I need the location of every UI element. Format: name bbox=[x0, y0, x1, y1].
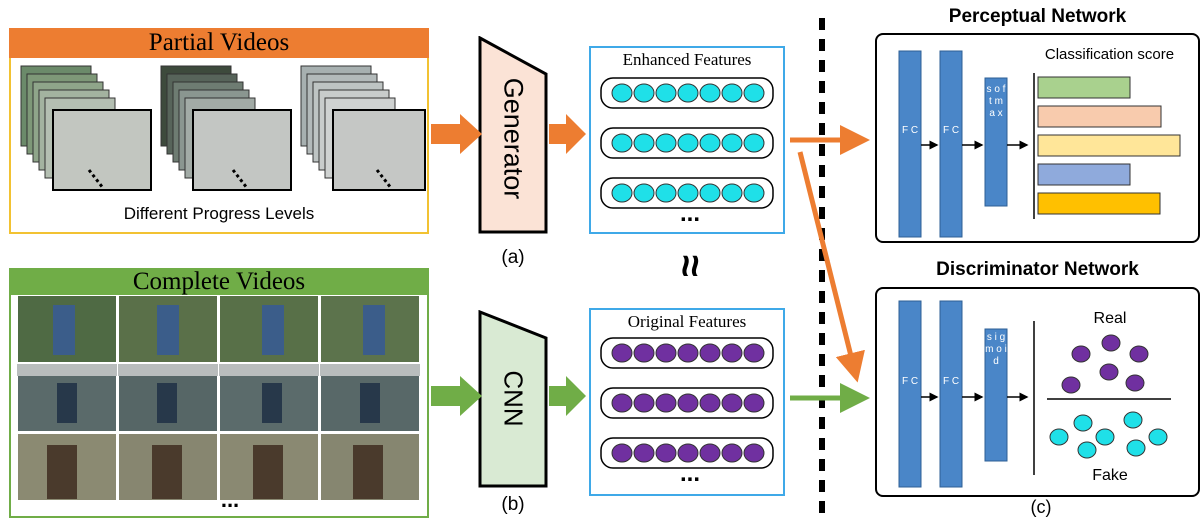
discriminator-fc1-label: F C bbox=[901, 376, 919, 387]
perceptual-network-diagram bbox=[898, 50, 1181, 238]
original-feature-dot bbox=[743, 343, 765, 363]
score-bar bbox=[1037, 105, 1162, 128]
enhanced-feature-dot bbox=[699, 183, 721, 203]
enhanced-feature-dot bbox=[633, 83, 655, 103]
arrow-partial-to-generator bbox=[431, 114, 482, 154]
original-feature-dot bbox=[699, 343, 721, 363]
original-feature-dot bbox=[699, 443, 721, 463]
original-feature-dot bbox=[743, 393, 765, 413]
enhanced-feature-dot bbox=[611, 83, 633, 103]
perceptual-fc1-label: F C bbox=[901, 125, 919, 136]
perceptual-network-panel bbox=[875, 33, 1200, 243]
enhanced-feature-dot bbox=[743, 83, 765, 103]
enhanced-features-title: Enhanced Features bbox=[622, 50, 752, 69]
original-feature-dot bbox=[611, 343, 633, 363]
progress-levels-caption: Different Progress Levels bbox=[123, 204, 315, 223]
discriminator-caption: (c) bbox=[1030, 497, 1052, 517]
generator-trapezoid bbox=[478, 36, 548, 234]
arrow-cnn-to-original bbox=[549, 376, 586, 416]
partial-video-stacks bbox=[20, 65, 426, 191]
enhanced-feature-dot bbox=[677, 133, 699, 153]
original-feature-dot bbox=[655, 443, 677, 463]
original-feature-vectors bbox=[600, 337, 774, 469]
perceptual-fc2 bbox=[939, 50, 963, 238]
enhanced-feature-dot bbox=[677, 183, 699, 203]
enhanced-features-box bbox=[589, 46, 785, 234]
original-feature-dot bbox=[721, 443, 743, 463]
enhanced-feature-dot bbox=[633, 183, 655, 203]
enhanced-features-ellipsis: ... bbox=[679, 200, 700, 227]
arrow-generator-to-enhanced bbox=[549, 114, 586, 154]
real-points bbox=[1061, 334, 1149, 394]
original-features-title: Original Features bbox=[627, 312, 747, 331]
arrow-to-discriminator bbox=[797, 151, 865, 383]
video-stack-2 bbox=[160, 65, 292, 191]
arrow-complete-to-cnn bbox=[431, 376, 482, 416]
original-feature-dot bbox=[633, 343, 655, 363]
enhanced-feature-dot bbox=[743, 183, 765, 203]
real-label: Real bbox=[1093, 310, 1127, 327]
original-features-box bbox=[589, 308, 785, 496]
score-bar bbox=[1037, 76, 1131, 99]
enhanced-feature-dot bbox=[611, 183, 633, 203]
original-feature-dot bbox=[721, 393, 743, 413]
score-bar bbox=[1037, 192, 1161, 215]
original-feature-dot bbox=[655, 393, 677, 413]
complete-videos-title: Complete Videos bbox=[9, 268, 429, 295]
score-bar bbox=[1037, 163, 1131, 186]
partial-videos-title: Partial Videos bbox=[9, 28, 429, 58]
original-feature-dot bbox=[699, 393, 721, 413]
score-bar bbox=[1037, 134, 1181, 157]
original-feature-dot bbox=[611, 393, 633, 413]
discriminator-fc2-label: F C bbox=[942, 376, 960, 387]
original-feature-dot bbox=[677, 393, 699, 413]
original-feature-dot bbox=[633, 393, 655, 413]
softmax-block bbox=[984, 77, 1008, 207]
discriminator-fc1 bbox=[898, 300, 922, 488]
complete-video-grid bbox=[17, 295, 421, 501]
complete-videos-ellipsis: ... bbox=[220, 487, 240, 512]
discriminator-network-panel bbox=[875, 287, 1200, 497]
classification-score-label: Classification score bbox=[1044, 46, 1175, 63]
generator-caption: (a) bbox=[501, 247, 525, 268]
enhanced-feature-dot bbox=[699, 83, 721, 103]
enhanced-feature-dot bbox=[611, 133, 633, 153]
original-features-ellipsis: ... bbox=[679, 460, 700, 487]
sigmoid-label: s i g m o i d bbox=[985, 332, 1007, 367]
original-feature-dot bbox=[655, 343, 677, 363]
enhanced-feature-dot bbox=[655, 133, 677, 153]
original-feature-dot bbox=[677, 443, 699, 463]
enhanced-feature-dot bbox=[699, 133, 721, 153]
classification-bars bbox=[1037, 76, 1181, 215]
softmax-label: s o f t m a x bbox=[986, 84, 1006, 119]
fake-label: Fake bbox=[1092, 467, 1128, 484]
perceptual-fc1 bbox=[898, 50, 922, 238]
discriminator-network-title: Discriminator Network bbox=[936, 259, 1139, 280]
enhanced-feature-vectors bbox=[600, 77, 774, 209]
discriminator-fc2 bbox=[939, 300, 963, 488]
enhanced-feature-dot bbox=[655, 183, 677, 203]
video-stack-3 bbox=[300, 65, 426, 191]
video-stack-1 bbox=[20, 65, 152, 191]
original-feature-dot bbox=[611, 443, 633, 463]
original-feature-dot bbox=[743, 443, 765, 463]
original-feature-dot bbox=[677, 343, 699, 363]
perceptual-network-title: Perceptual Network bbox=[948, 6, 1127, 27]
enhanced-feature-dot bbox=[633, 133, 655, 153]
original-feature-dot bbox=[721, 343, 743, 363]
enhanced-feature-dot bbox=[721, 133, 743, 153]
enhanced-feature-dot bbox=[743, 133, 765, 153]
fake-points bbox=[1049, 411, 1168, 459]
discriminator-network-diagram bbox=[898, 300, 1171, 488]
original-feature-dot bbox=[633, 443, 655, 463]
perceptual-fc2-label: F C bbox=[942, 125, 960, 136]
sigmoid-block bbox=[984, 328, 1008, 462]
enhanced-feature-dot bbox=[655, 83, 677, 103]
cnn-caption: (b) bbox=[501, 494, 525, 515]
cnn-trapezoid bbox=[478, 310, 548, 488]
enhanced-feature-dot bbox=[721, 183, 743, 203]
enhanced-feature-dot bbox=[721, 83, 743, 103]
enhanced-feature-dot bbox=[677, 83, 699, 103]
